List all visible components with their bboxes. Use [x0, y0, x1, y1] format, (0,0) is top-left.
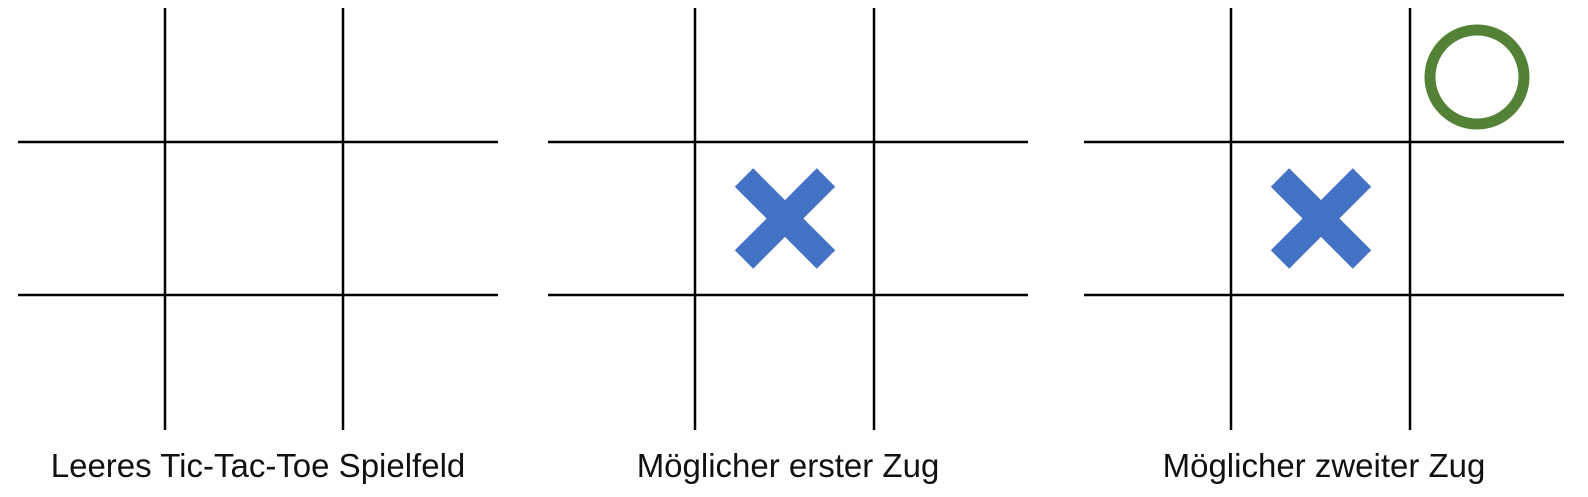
- x-mark-r1-c1: [1270, 168, 1372, 269]
- board-first-move: [548, 8, 1028, 430]
- board-caption-empty: Leeres Tic-Tac-Toe Spielfeld: [50, 447, 466, 484]
- x-mark-stroke-2: [734, 168, 836, 269]
- x-mark-stroke-2: [1270, 168, 1372, 269]
- board-caption-first-move: Möglicher erster Zug: [636, 447, 940, 484]
- board-empty: [18, 8, 498, 430]
- board-second-move: [1084, 8, 1564, 430]
- x-mark-r1-c1: [734, 168, 836, 269]
- o-mark-r0-c2: [1424, 24, 1530, 130]
- board-caption-second-move: Möglicher zweiter Zug: [1162, 447, 1486, 484]
